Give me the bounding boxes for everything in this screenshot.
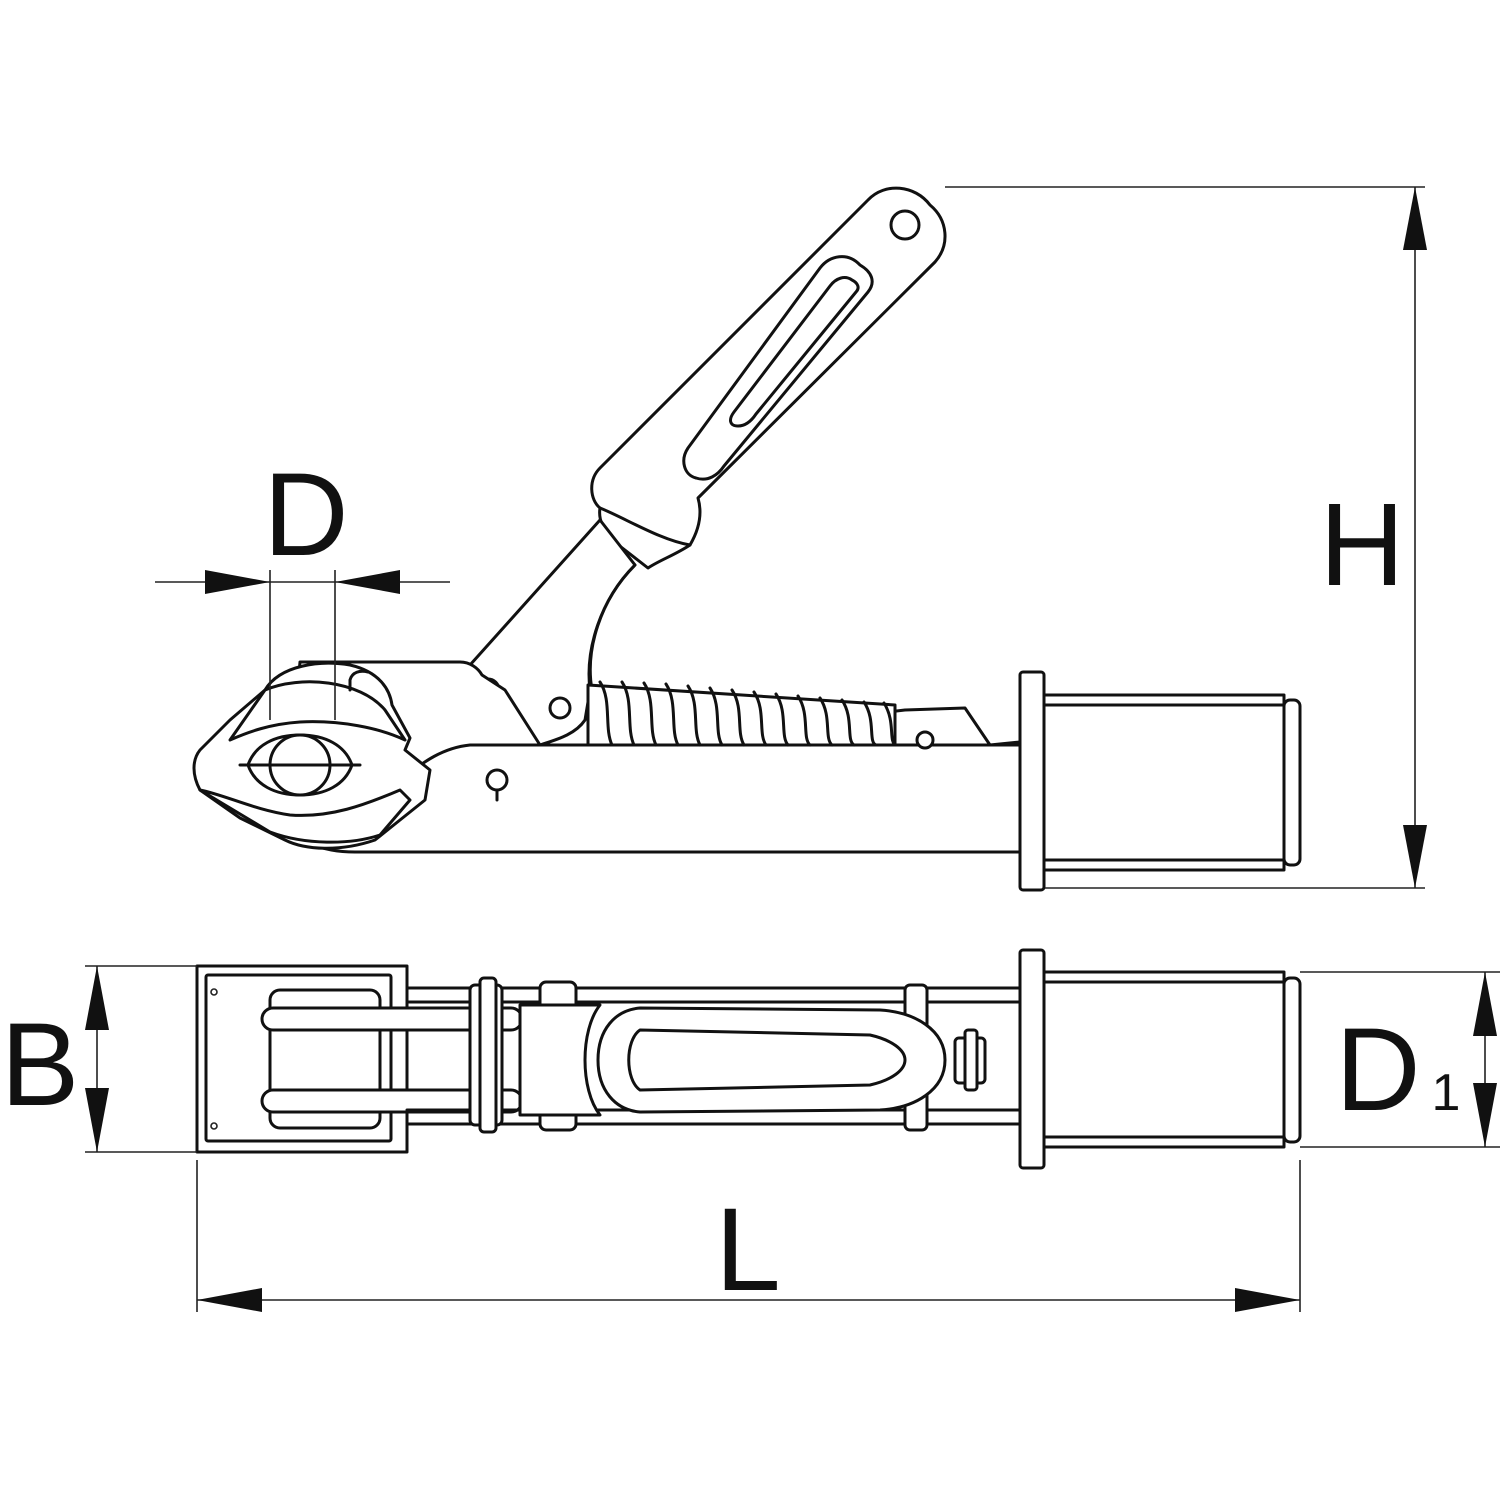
lever-pin — [548, 696, 572, 720]
upper-handle-grip — [590, 186, 947, 570]
side-view — [192, 186, 1302, 892]
side-end-cap — [1018, 670, 1302, 892]
body-screw — [485, 768, 509, 792]
dim-D — [155, 570, 450, 720]
label-D: D — [263, 449, 348, 581]
top-body-rails — [405, 976, 1022, 1134]
top-view — [195, 948, 1302, 1170]
label-D1-main: D — [1335, 1004, 1420, 1136]
dim-H — [945, 186, 1427, 889]
top-end-cap — [1018, 948, 1302, 1170]
label-B: B — [1, 999, 80, 1131]
return-spring — [586, 680, 898, 747]
handle-hang-hole — [889, 209, 921, 241]
dimension-lines — [85, 186, 1500, 1312]
label-L: L — [715, 1184, 781, 1316]
jaw-head — [192, 661, 432, 850]
body-rivet — [915, 730, 935, 750]
top-handle-grip — [596, 1006, 987, 1114]
dim-B — [85, 965, 197, 1153]
label-D1-subscript: 1 — [1432, 1064, 1461, 1122]
dim-D1 — [1300, 971, 1500, 1148]
dim-L — [196, 1160, 1301, 1312]
top-jaw-block — [195, 964, 524, 1154]
dimension-labels: D H B D 1 L — [1, 449, 1461, 1316]
label-H: H — [1319, 479, 1404, 611]
